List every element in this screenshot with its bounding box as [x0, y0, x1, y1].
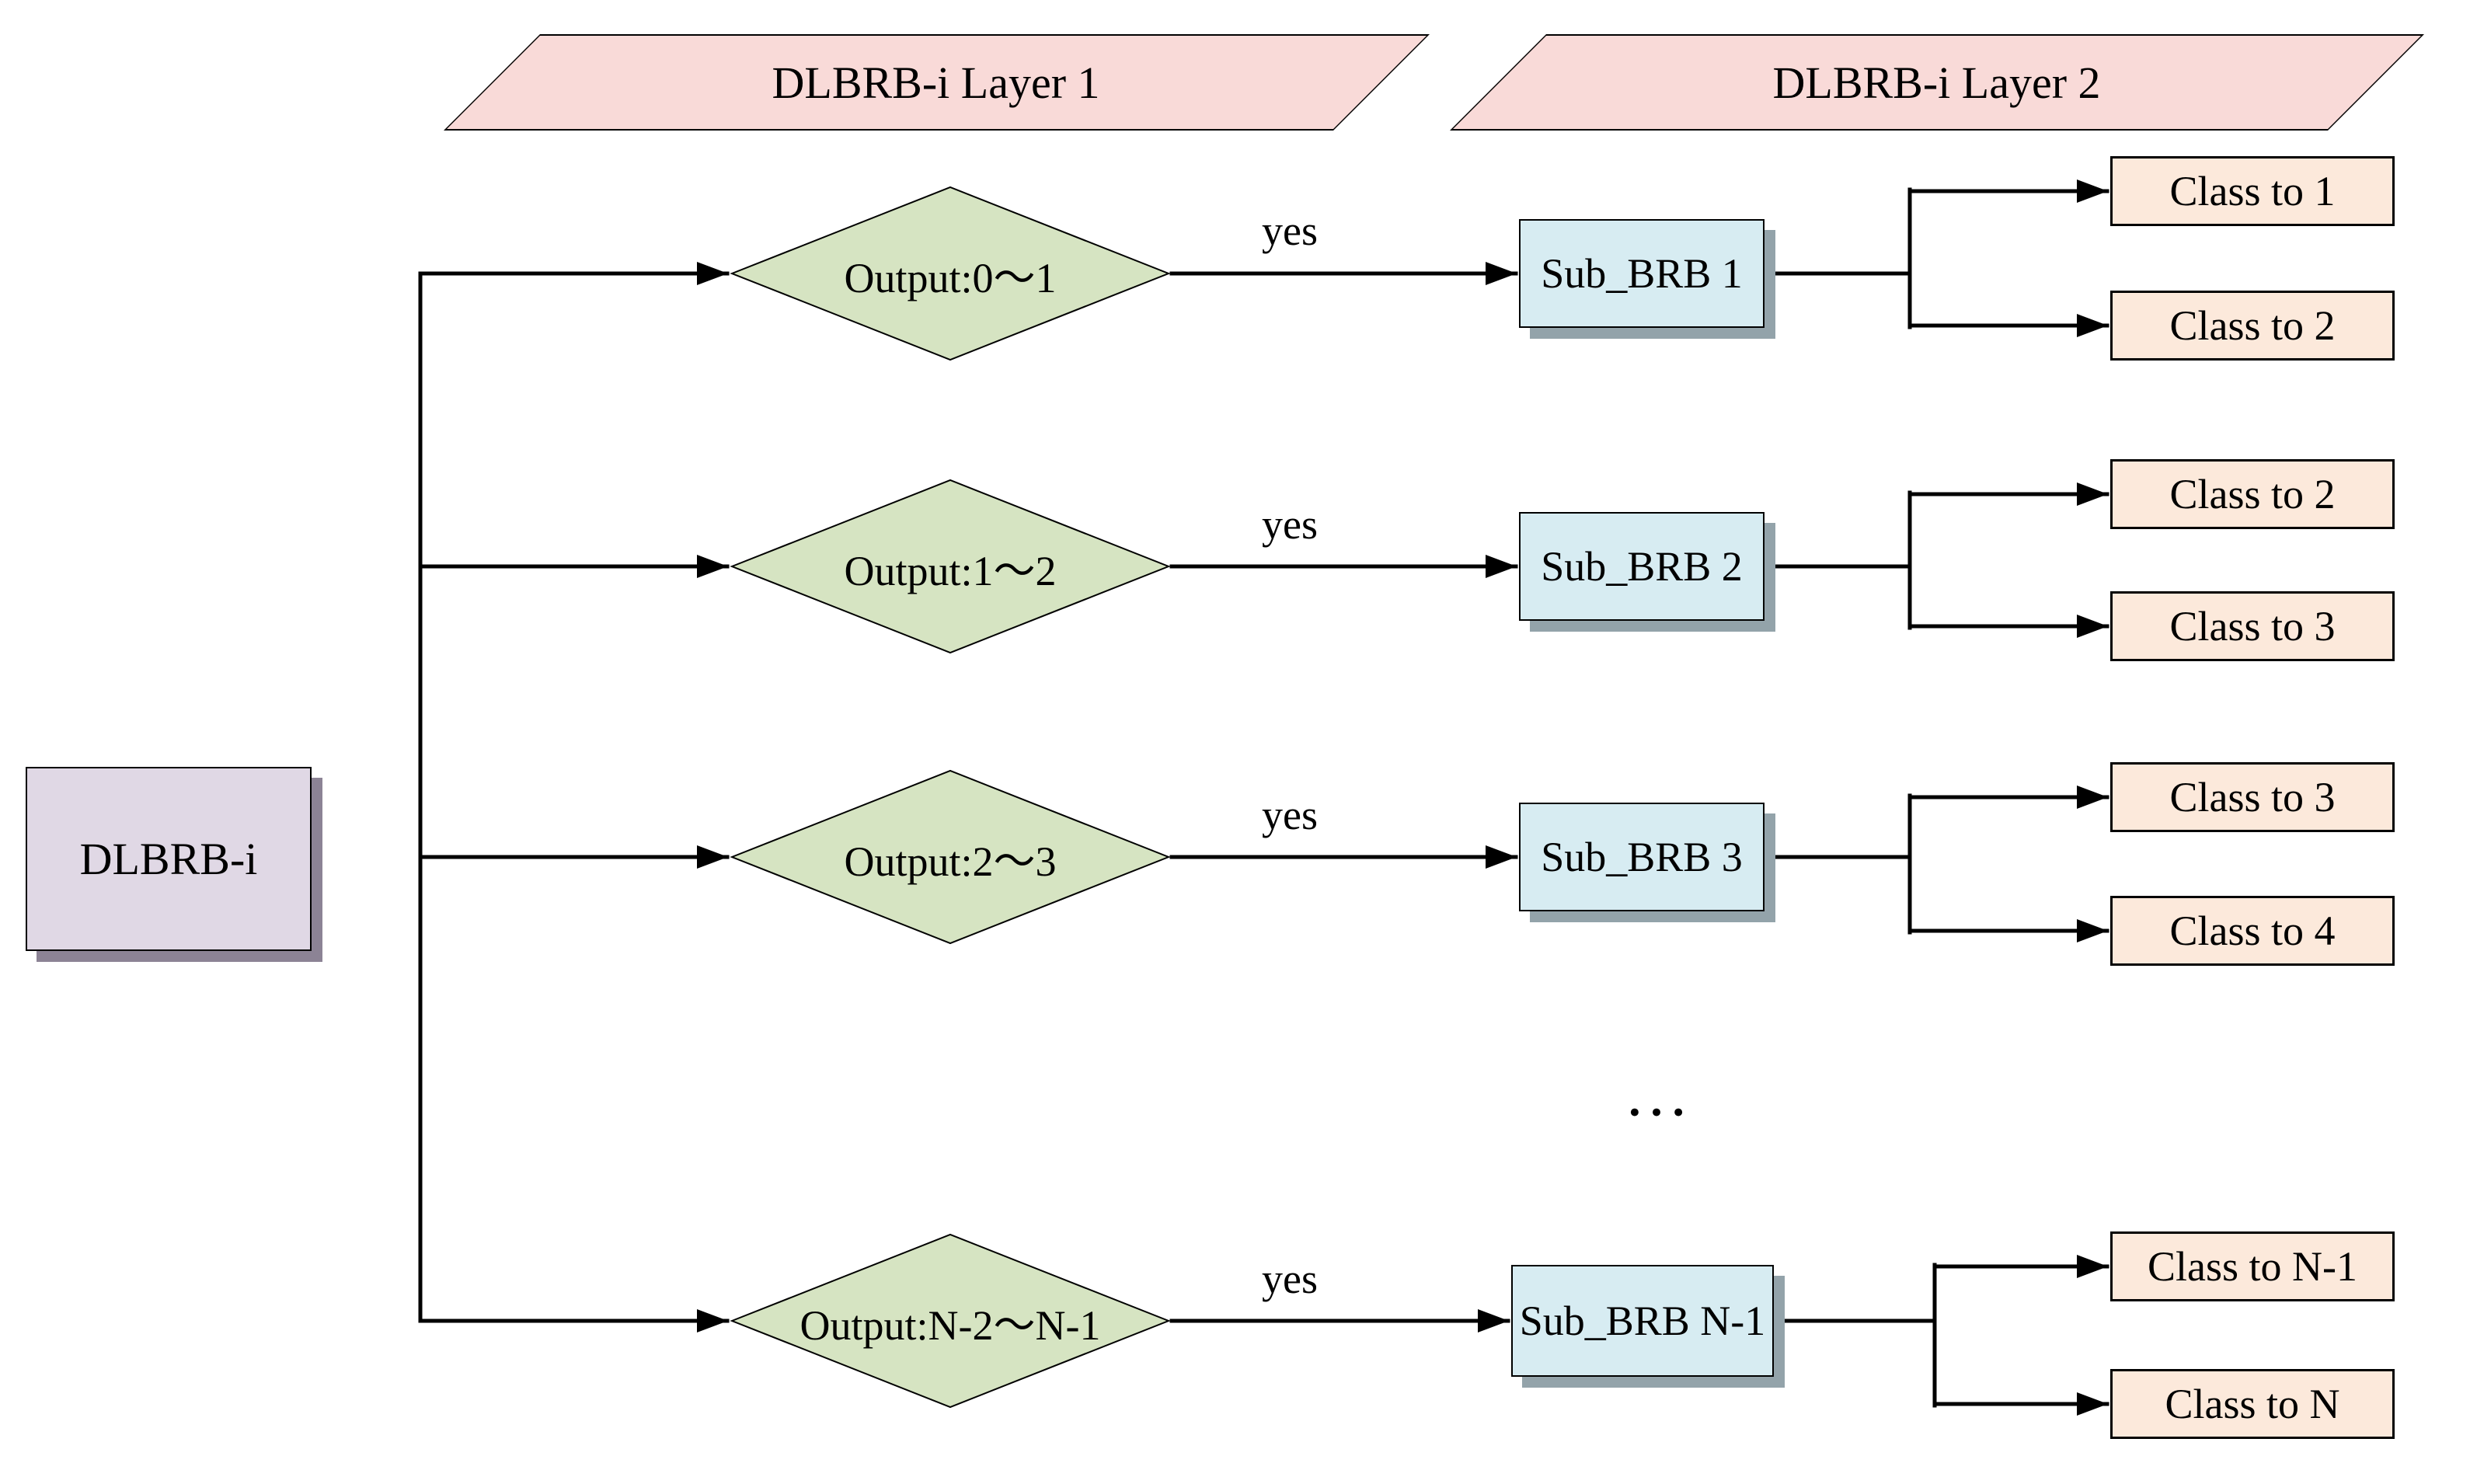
- root-node-dlbrb-i: DLBRB-i: [26, 767, 312, 951]
- decision-label: Output:2～3: [844, 838, 1057, 885]
- class-label: Class to 3: [2169, 774, 2336, 820]
- class-label: Class to 2: [2169, 302, 2336, 349]
- process-label: Sub_BRB 2: [1541, 543, 1743, 590]
- process-sub-brb-2: Sub_BRB 2: [1519, 512, 1765, 621]
- layer2-header: DLBRB-i Layer 2: [1450, 34, 2424, 131]
- layer1-header-label: DLBRB-i Layer 1: [772, 57, 1101, 108]
- class-box-row2-b: Class to 3: [2110, 591, 2395, 661]
- decision-output-0-1: Output:0～1: [729, 184, 1172, 363]
- class-box-row2-a: Class to 2: [2110, 459, 2395, 529]
- diamond-shape: [730, 186, 1171, 361]
- class-box-row1-b: Class to 2: [2110, 291, 2395, 361]
- process-sub-brb-1: Sub_BRB 1: [1519, 219, 1765, 328]
- edge-label-yes-row1: yes: [1262, 207, 1318, 254]
- process-sub-brb-3: Sub_BRB 3: [1519, 803, 1765, 911]
- decision-label: Output:1～2: [844, 547, 1057, 594]
- class-label: Class to 4: [2169, 907, 2336, 954]
- decision-output-2-3: Output:2～3: [729, 768, 1172, 946]
- edge-label-yes-row3: yes: [1262, 792, 1318, 838]
- class-label: Class to N: [2165, 1381, 2340, 1427]
- decision-label: Output:0～1: [844, 254, 1057, 301]
- split-connector-3: [1761, 793, 1912, 935]
- class-box-row1-a: Class to 1: [2110, 156, 2395, 226]
- class-label: Class to N-1: [2148, 1243, 2357, 1290]
- layer1-header: DLBRB-i Layer 1: [444, 34, 1430, 131]
- class-label: Class to 1: [2169, 168, 2336, 214]
- class-box-row4-b: Class to N: [2110, 1369, 2395, 1439]
- layer2-header-label: DLBRB-i Layer 2: [1772, 57, 2102, 108]
- class-label: Class to 2: [2169, 471, 2336, 517]
- edge-label-yes-row2: yes: [1262, 501, 1318, 548]
- split-connector-4: [1770, 1263, 1937, 1408]
- process-label: Sub_BRB 3: [1541, 834, 1743, 880]
- diamond-shape: [730, 1233, 1171, 1409]
- split-connector-2: [1761, 490, 1912, 630]
- continuation-ellipsis: …: [1624, 1057, 1694, 1130]
- class-box-row4-a: Class to N-1: [2110, 1231, 2395, 1301]
- decision-label: Output:N-2～N-1: [800, 1301, 1101, 1349]
- process-label: Sub_BRB N-1: [1519, 1298, 1766, 1344]
- process-label: Sub_BRB 1: [1541, 250, 1743, 297]
- process-sub-brb-n1: Sub_BRB N-1: [1511, 1265, 1774, 1377]
- class-label: Class to 3: [2169, 603, 2336, 650]
- decision-output-1-2: Output:1～2: [729, 477, 1172, 656]
- root-node-label: DLBRB-i: [79, 834, 258, 884]
- class-box-row3-b: Class to 4: [2110, 896, 2395, 966]
- diamond-shape: [730, 769, 1171, 945]
- diamond-shape: [730, 479, 1171, 654]
- class-box-row3-a: Class to 3: [2110, 762, 2395, 832]
- split-connector-1: [1761, 187, 1912, 329]
- decision-output-n2-n1: Output:N-2～N-1: [729, 1231, 1172, 1410]
- edge-label-yes-row4: yes: [1262, 1256, 1318, 1302]
